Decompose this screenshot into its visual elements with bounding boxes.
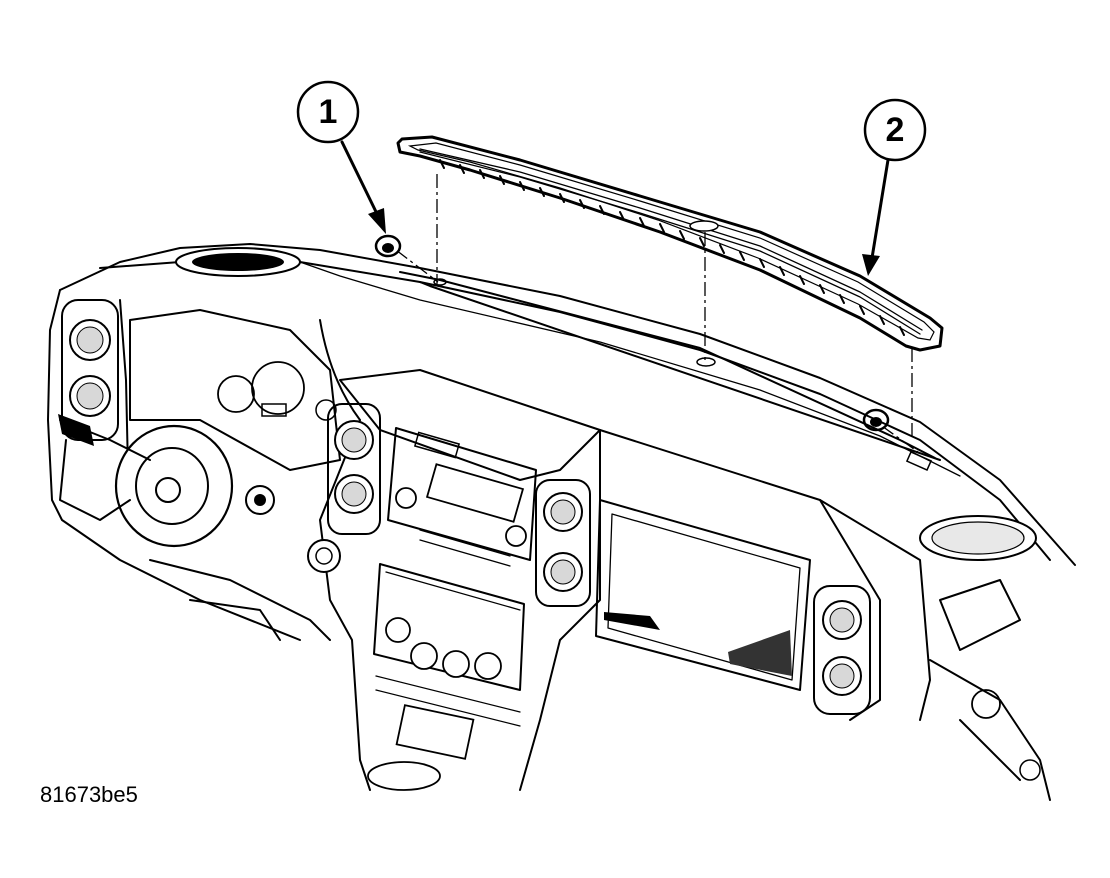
center-left-vents <box>327 403 381 535</box>
callout-1-arrowhead <box>368 208 386 234</box>
retaining-clip-left <box>374 234 402 258</box>
callout-1-label: 1 <box>319 93 338 131</box>
instrument-cluster <box>129 309 341 471</box>
callout-1: 1 <box>296 80 386 234</box>
alignment-lines <box>395 174 919 453</box>
callout-2: 2 <box>862 98 927 276</box>
lower-left-bracket <box>149 559 441 791</box>
defroster-grille <box>396 135 944 352</box>
left-air-vents <box>61 299 119 441</box>
climate-control-unit <box>373 563 525 760</box>
callout-2-label: 2 <box>886 111 905 149</box>
figure-id: 81673be5 <box>40 782 138 807</box>
center-right-vents <box>535 479 591 607</box>
callout-1-leader <box>340 140 382 222</box>
glove-box-display <box>595 499 811 691</box>
callout-2-arrowhead <box>862 254 880 276</box>
callout-1-circle <box>296 80 360 144</box>
callout-2-circle <box>863 98 927 162</box>
grille-teeth <box>439 159 905 336</box>
instrument-panel <box>47 243 1076 791</box>
right-side-bracket <box>929 579 1051 801</box>
right-air-vents <box>813 585 871 715</box>
callout-2-leader <box>870 158 890 260</box>
radio-unit <box>387 427 537 567</box>
grille-sensor-opening <box>689 220 719 232</box>
steering-column <box>58 414 341 573</box>
